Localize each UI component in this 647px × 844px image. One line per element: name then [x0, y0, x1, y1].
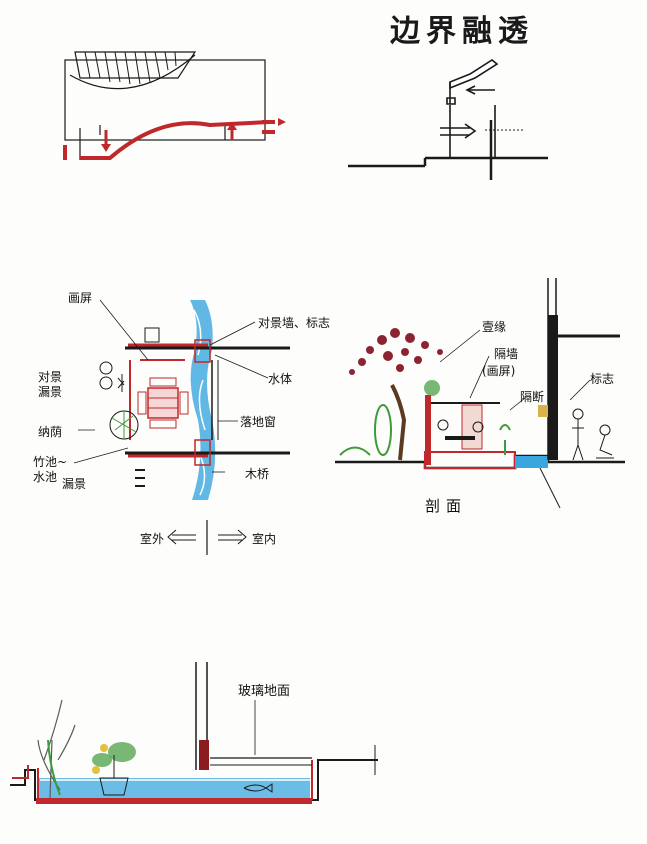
plan-view — [73, 299, 290, 555]
label-luo-di-chuang: 落地窗 — [240, 415, 277, 429]
label-ge-duan: 隔断 — [520, 390, 545, 404]
glass-floor-section — [10, 662, 378, 804]
label-lou-jing: 漏景 — [62, 477, 87, 491]
label-glass-floor: 玻璃地面 — [238, 684, 291, 699]
canopy-flow-arrow — [63, 118, 286, 160]
canopy-diagram — [64, 51, 266, 160]
label-hua-ping-section: (画屏) — [482, 364, 516, 378]
label-xi-yuan: 壹缘 — [482, 320, 507, 334]
section-view — [335, 278, 625, 509]
page-title: 边界融透 — [390, 14, 534, 49]
label-mu-qiao: 木桥 — [245, 467, 270, 481]
section-caption: 剖面 — [425, 497, 468, 515]
edge-section-diagram — [348, 59, 548, 180]
label-hua-ping: 画屏 — [68, 291, 93, 305]
label-dui-jing-qiang: 对景墙、标志 — [258, 316, 331, 330]
label-ge-qiang: 隔墙 — [494, 347, 519, 361]
label-zhu-chi-shui-chi: 竹池~ 水池 — [33, 455, 68, 484]
legend-indoor: 室内 — [252, 532, 277, 546]
label-shui-ti: 水体 — [268, 372, 293, 386]
label-biao-zhi: 标志 — [590, 372, 615, 386]
label-dui-jing-lou-jing: 对景 漏景 — [38, 370, 63, 399]
legend-outdoor: 室外 — [140, 532, 165, 546]
label-na-yin: 纳荫 — [38, 425, 63, 439]
